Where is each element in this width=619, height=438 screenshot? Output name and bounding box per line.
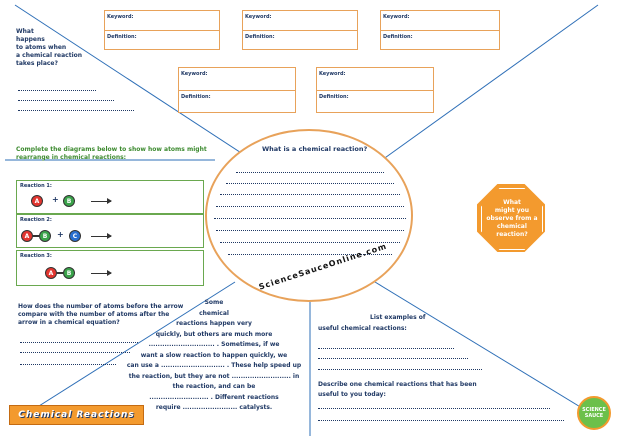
keyword-box-1[interactable]: Keyword: Definition: [104, 10, 220, 50]
reaction-arrow [91, 270, 112, 276]
answer-line[interactable] [226, 183, 394, 184]
answer-line[interactable] [236, 172, 384, 173]
plus-sign: + [57, 230, 64, 239]
answer-line[interactable] [216, 206, 404, 207]
answer-line[interactable] [214, 218, 406, 219]
reaction-2-label: Reaction 2: [20, 217, 52, 223]
answer-line[interactable] [318, 358, 468, 359]
answer-line[interactable] [18, 110, 134, 111]
keyword-box-3[interactable]: Keyword: Definition: [380, 10, 500, 50]
answer-line[interactable] [20, 352, 130, 353]
center-circle[interactable] [205, 129, 413, 302]
reaction-3-label: Reaction 3: [20, 253, 52, 259]
answer-line[interactable] [18, 90, 96, 91]
answer-line[interactable] [228, 254, 392, 255]
definition-label: Definition: [105, 30, 219, 49]
reaction-1-box[interactable]: Reaction 1: A + B [16, 180, 204, 214]
cloze-paragraph: Some chemical reactions happen very quic… [126, 299, 302, 411]
reaction-arrow [91, 198, 112, 204]
keyword-box-4[interactable]: Keyword: Definition: [178, 67, 296, 113]
useful-reactions-heading: List examples of useful chemical reactio… [318, 314, 426, 332]
diagram-instructions: Complete the diagrams below to show how … [16, 146, 207, 161]
atom-c: C [69, 230, 81, 242]
bond [57, 272, 63, 274]
reaction-arrow [91, 233, 112, 239]
reaction-2-box[interactable]: Reaction 2: A B + C [16, 214, 204, 248]
describe-prompt: Describe one chemical reactions that has… [318, 381, 477, 398]
observe-question: What might you observe from a chemical r… [481, 188, 543, 250]
answer-line[interactable] [318, 420, 564, 421]
keyword-label: Keyword: [181, 71, 208, 77]
keyword-box-5[interactable]: Keyword: Definition: [316, 67, 434, 113]
atom-b: B [39, 230, 51, 242]
atom-b: B [63, 195, 75, 207]
definition-label: Definition: [317, 90, 433, 112]
keyword-label: Keyword: [245, 14, 272, 20]
atom-a: A [31, 195, 43, 207]
atom-a: A [21, 230, 33, 242]
bond [33, 235, 39, 237]
answer-line[interactable] [20, 342, 138, 343]
reaction-1-label: Reaction 1: [20, 183, 52, 189]
worksheet-title: Chemical Reactions [9, 405, 144, 425]
answer-line[interactable] [318, 408, 550, 409]
keyword-label: Keyword: [107, 14, 134, 20]
center-question: What is a chemical reaction? [262, 145, 368, 153]
answer-line[interactable] [18, 100, 114, 101]
science-sauce-logo: SCIENCE SAUCE [577, 396, 611, 430]
definition-label: Definition: [179, 90, 295, 112]
atoms-question: What happens to atoms when a chemical re… [16, 28, 83, 67]
answer-line[interactable] [220, 242, 400, 243]
keyword-label: Keyword: [319, 71, 346, 77]
reaction-3-box[interactable]: Reaction 3: A B [16, 250, 204, 286]
number-question: How does the number of atoms before the … [18, 303, 184, 326]
answer-line[interactable] [318, 348, 454, 349]
answer-line[interactable] [220, 194, 400, 195]
answer-line[interactable] [318, 369, 482, 370]
definition-label: Definition: [381, 30, 499, 49]
atom-a: A [45, 267, 57, 279]
plus-sign: + [52, 195, 59, 204]
answer-line[interactable] [216, 230, 404, 231]
keyword-label: Keyword: [383, 14, 410, 20]
answer-line[interactable] [20, 364, 116, 365]
atom-b: B [63, 267, 75, 279]
definition-label: Definition: [243, 30, 357, 49]
keyword-box-2[interactable]: Keyword: Definition: [242, 10, 358, 50]
